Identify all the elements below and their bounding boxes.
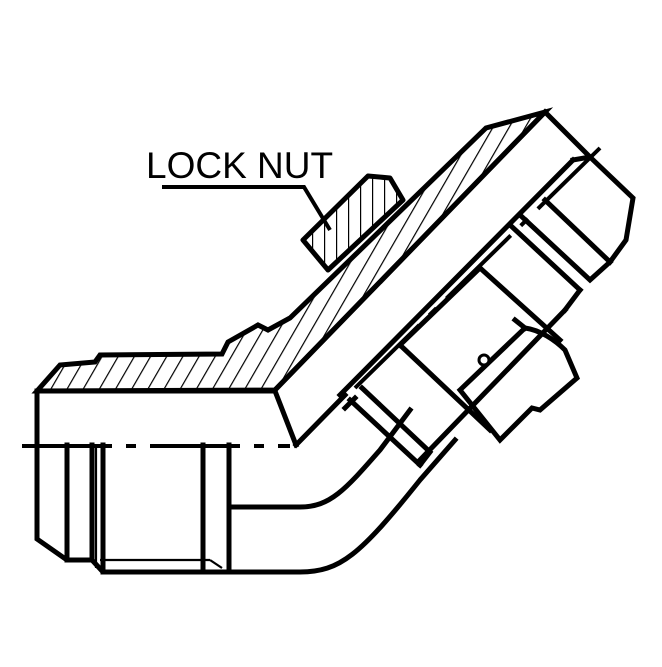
angled-body — [271, 108, 636, 464]
leader-line — [162, 185, 332, 232]
center-line-angled — [353, 146, 602, 390]
hex-swivel-nut — [456, 316, 581, 444]
bore-shoulder — [341, 384, 434, 469]
left-body — [34, 388, 300, 575]
elbow-bend — [226, 391, 459, 575]
lock-nut-label: LOCK NUT — [146, 145, 334, 186]
lock-nut — [300, 173, 406, 273]
